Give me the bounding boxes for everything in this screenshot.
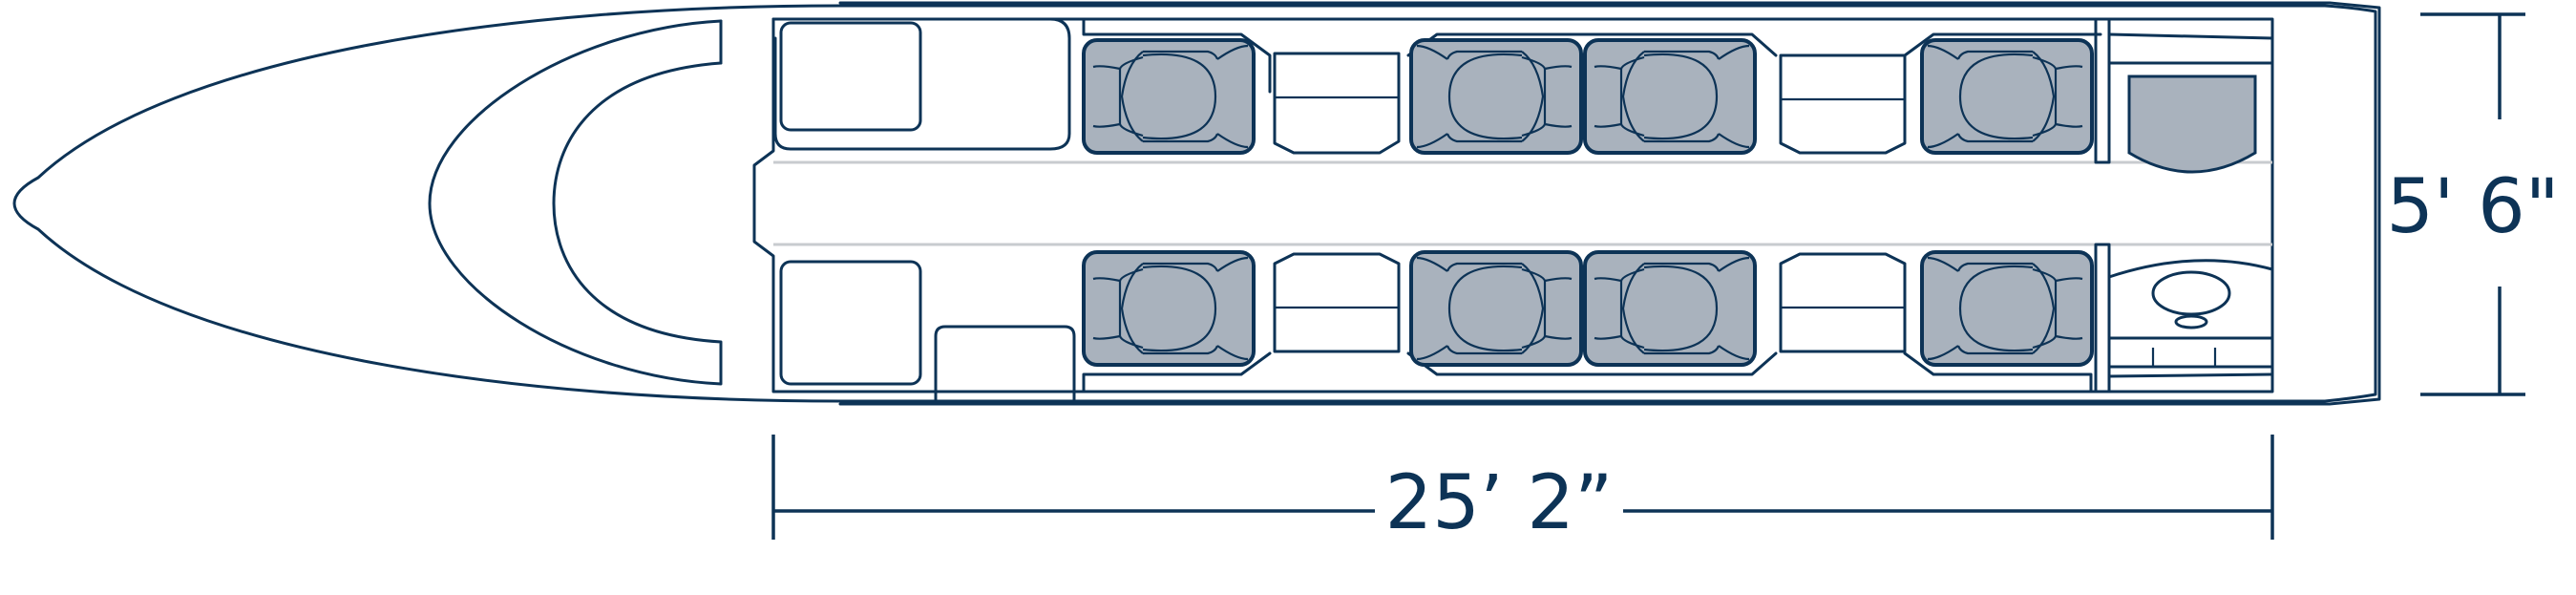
passenger-seat	[1409, 250, 1583, 367]
lavatory-counter	[2107, 259, 2274, 279]
table-aft-top	[1779, 53, 1907, 155]
windshield-outer	[428, 19, 723, 386]
passenger-seat	[1409, 38, 1583, 155]
length-dimension: 25’ 2”	[771, 435, 2274, 546]
fuselage-outline	[12, 4, 2377, 403]
passenger-seat	[1082, 38, 1256, 155]
aft-storage-cabinet	[2127, 74, 2257, 174]
height-dimension: 5' 6"	[2386, 12, 2560, 396]
ledge-top	[1082, 17, 1272, 94]
bulkhead-top	[2094, 17, 2111, 164]
sink-drain	[2174, 314, 2208, 329]
aft-section	[2094, 17, 2274, 393]
forward-galley	[771, 17, 1076, 406]
passenger-seat	[1920, 250, 2094, 367]
fuselage-outer-contour	[838, 1, 2381, 406]
cabin-length-label: 25’ 2”	[1385, 460, 1614, 546]
passenger-seat	[1583, 250, 1757, 367]
passenger-seat	[1082, 250, 1256, 367]
fuselage	[12, 1, 2381, 406]
closet-top	[779, 21, 922, 132]
ledge-bottom	[1082, 351, 1272, 393]
tables	[1273, 52, 1907, 353]
passenger-seat	[1583, 38, 1757, 155]
closet-bottom	[779, 260, 922, 386]
lavatory-sink	[2151, 270, 2231, 316]
table-aft-bottom	[1779, 252, 1907, 353]
galley-counter-top	[771, 17, 1071, 151]
passenger-seat	[1920, 38, 2094, 155]
table-forward-top	[1273, 52, 1401, 155]
table-forward-bottom	[1273, 252, 1401, 353]
cabin-height-label: 5' 6"	[2386, 164, 2559, 250]
cockpit	[428, 19, 723, 386]
bulkhead-bottom	[2094, 243, 2111, 393]
cabin-interior	[752, 17, 2274, 393]
seats	[1082, 38, 2094, 367]
cabin-wall	[752, 17, 2274, 393]
entry-door	[934, 325, 1076, 406]
side-ledges	[1082, 17, 2102, 393]
